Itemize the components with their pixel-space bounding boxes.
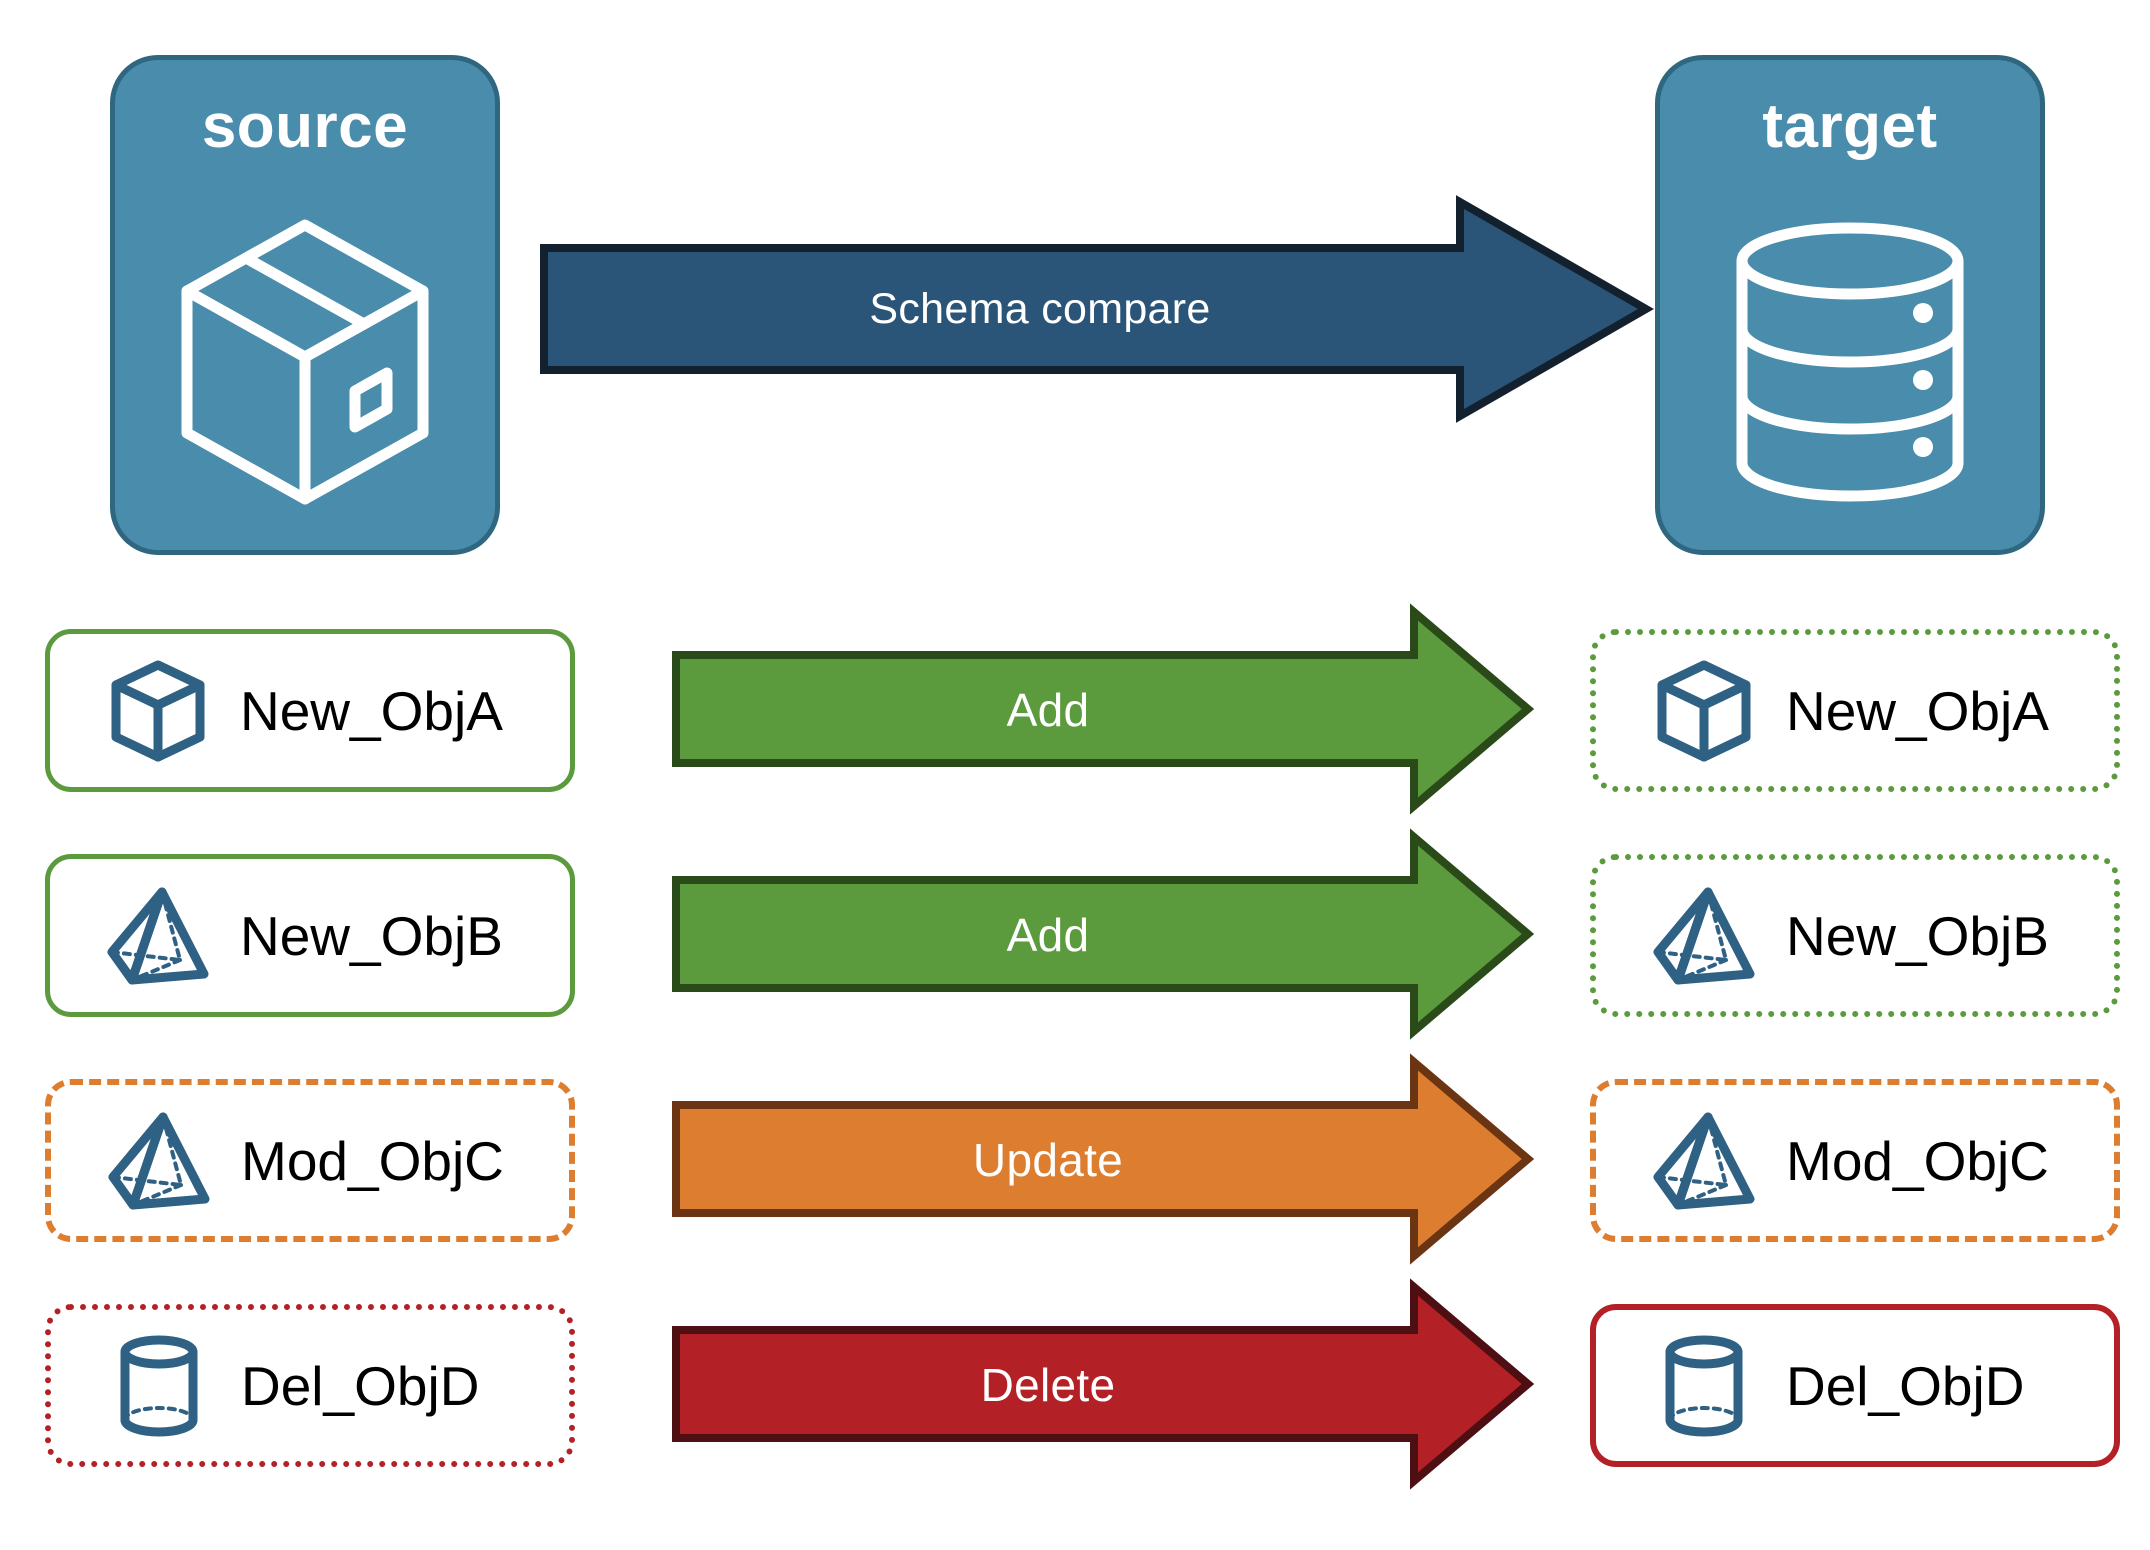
source-object-label: New_ObjA bbox=[240, 679, 503, 742]
target-object-card[interactable]: Del_ObjD bbox=[1590, 1304, 2120, 1467]
add-action-arrow: Add bbox=[672, 603, 1535, 815]
target-object-label: New_ObjB bbox=[1786, 904, 2049, 967]
compare-row: New_ObjA Add bbox=[0, 603, 2150, 815]
compare-row: Del_ObjD Delete Del_ObjD bbox=[0, 1278, 2150, 1490]
target-panel: target bbox=[1655, 55, 2045, 555]
compare-row: Mod_ObjC Update bbox=[0, 1053, 2150, 1265]
update-action-arrow: Update bbox=[672, 1053, 1535, 1265]
source-object-label: Del_ObjD bbox=[241, 1354, 480, 1417]
source-object-label: New_ObjB bbox=[240, 904, 503, 967]
pyramid-wireframe-icon bbox=[1653, 884, 1755, 988]
target-panel-title: target bbox=[1762, 92, 1938, 161]
target-object-label: Del_ObjD bbox=[1786, 1354, 2025, 1417]
pyramid-wireframe-icon bbox=[1653, 1109, 1755, 1213]
compare-row: New_ObjB Add bbox=[0, 828, 2150, 1040]
delete-action-arrow: Delete bbox=[672, 1278, 1535, 1490]
source-object-card[interactable]: New_ObjA bbox=[45, 629, 575, 792]
target-object-label: New_ObjA bbox=[1786, 679, 2049, 742]
source-panel: source bbox=[110, 55, 500, 555]
source-panel-title: source bbox=[201, 92, 409, 161]
source-object-card[interactable]: Mod_ObjC bbox=[45, 1079, 575, 1242]
pyramid-wireframe-icon bbox=[107, 884, 209, 988]
add-action-arrow: Add bbox=[672, 828, 1535, 1040]
cube-wireframe-icon bbox=[110, 659, 206, 763]
pyramid-wireframe-icon bbox=[108, 1109, 210, 1213]
target-object-label: Mod_ObjC bbox=[1786, 1129, 2049, 1192]
source-object-card[interactable]: Del_ObjD bbox=[45, 1304, 575, 1467]
source-object-label: Mod_ObjC bbox=[241, 1129, 504, 1192]
cylinder-wireframe-icon bbox=[1656, 1334, 1752, 1438]
target-object-card[interactable]: New_ObjA bbox=[1590, 629, 2120, 792]
target-object-card[interactable]: New_ObjB bbox=[1590, 854, 2120, 1017]
schema-compare-arrow: Schema compare bbox=[540, 195, 1655, 423]
cube-wireframe-icon bbox=[1656, 659, 1752, 763]
target-object-card[interactable]: Mod_ObjC bbox=[1590, 1079, 2120, 1242]
cylinder-wireframe-icon bbox=[111, 1334, 207, 1438]
package-box-icon bbox=[179, 174, 431, 550]
database-cylinder-icon bbox=[1734, 174, 1966, 550]
source-object-card[interactable]: New_ObjB bbox=[45, 854, 575, 1017]
